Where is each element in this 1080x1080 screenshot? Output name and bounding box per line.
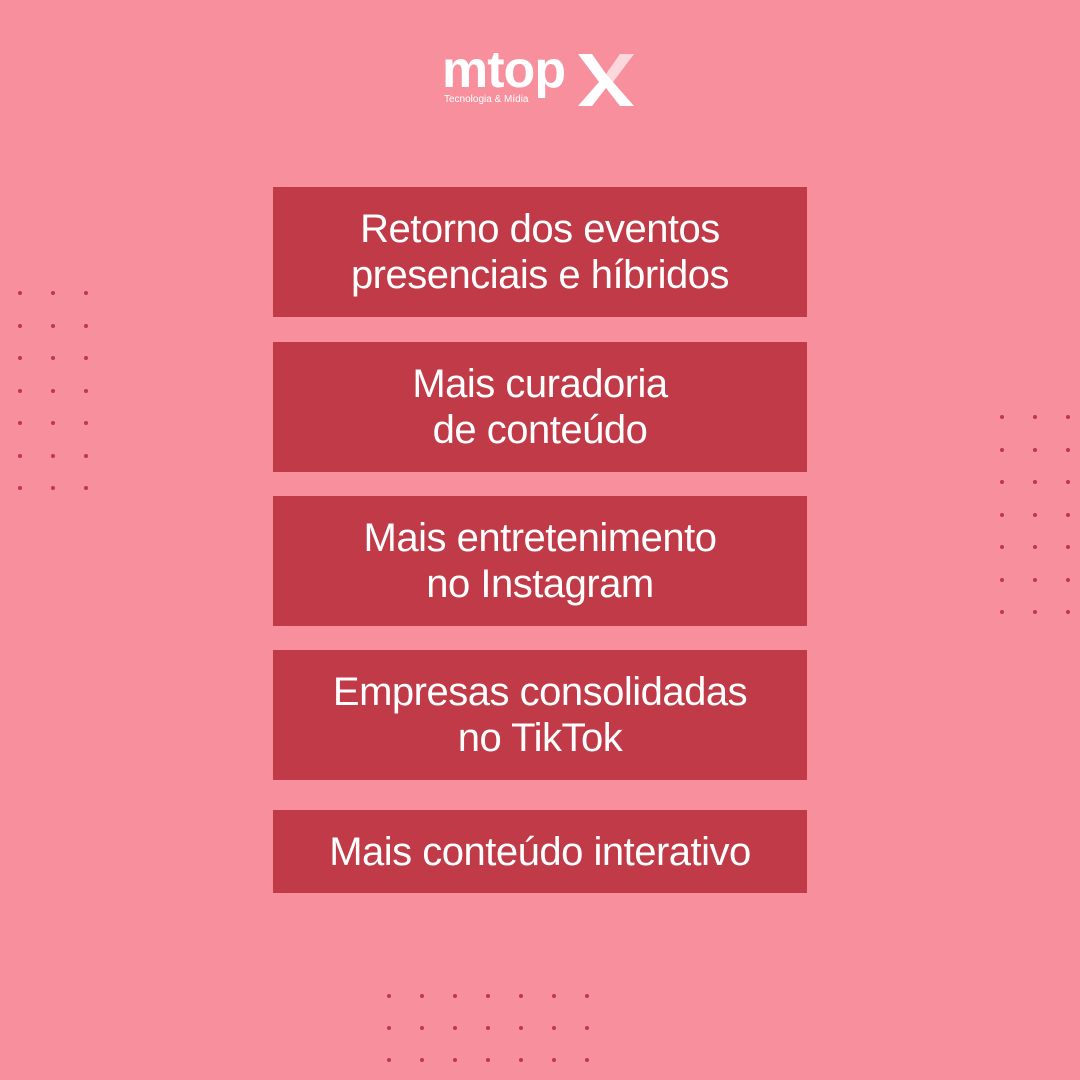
decorative-dot — [1033, 545, 1037, 549]
decorative-dot — [1033, 577, 1037, 582]
decorative-dot — [84, 323, 88, 328]
decorative-dot — [18, 291, 22, 295]
decorative-dot — [18, 323, 22, 328]
trend-card-4: Empresas consolidadas no TikTok — [273, 650, 807, 780]
decorative-dot — [453, 1026, 457, 1030]
decorative-dot — [519, 994, 523, 998]
decorative-dot — [84, 356, 88, 360]
brand-tagline: Tecnologia & Mídia — [444, 94, 529, 105]
decorative-dot — [84, 421, 88, 425]
decorative-dot — [1033, 480, 1037, 484]
decorative-dot — [51, 453, 55, 458]
trend-card-2: Mais curadoria de conteúdo — [273, 342, 807, 472]
decorative-dot — [1000, 512, 1004, 517]
decorative-dot — [486, 1058, 490, 1062]
decorative-dot — [18, 421, 22, 425]
trend-card-1: Retorno dos eventos presenciais e híbrid… — [273, 187, 807, 317]
decorative-dot — [51, 291, 55, 295]
decorative-dot — [1033, 415, 1037, 419]
decorative-dot — [387, 1058, 391, 1062]
trend-card-text: Mais curadoria de conteúdo — [412, 362, 668, 452]
trend-card-text: Mais conteúdo interativo — [329, 829, 751, 874]
brand-wordmark: mtop — [442, 41, 566, 99]
decorative-dot — [552, 1026, 556, 1030]
decorative-dot — [51, 421, 55, 425]
decorative-dot — [51, 356, 55, 360]
decorative-dot — [387, 994, 391, 998]
decorative-dot — [585, 1026, 589, 1030]
decorative-dot — [1000, 545, 1004, 549]
trend-card-text: Mais entretenimento no Instagram — [363, 516, 717, 606]
decorative-dot — [453, 994, 457, 998]
decorative-dot — [1000, 577, 1004, 582]
decorative-dot — [1066, 610, 1070, 614]
trend-card-text: Retorno dos eventos presenciais e híbrid… — [350, 207, 730, 297]
decorative-dot — [453, 1058, 457, 1062]
decorative-dot — [18, 388, 22, 393]
trend-card-text: Empresas consolidadas no TikTok — [332, 670, 748, 760]
decorative-dot — [18, 356, 22, 360]
decorative-dot — [1066, 577, 1070, 582]
decorative-dot — [585, 994, 589, 998]
brand-logo: mtop Tecnologia & Mídia — [440, 41, 640, 110]
decorative-dot — [585, 1058, 589, 1062]
decorative-dot — [1033, 610, 1037, 614]
decorative-dot — [420, 994, 424, 998]
decorative-dot — [1066, 447, 1070, 452]
decorative-dot — [51, 486, 55, 490]
decorative-dot — [84, 453, 88, 458]
decorative-dot — [51, 323, 55, 328]
decorative-dot — [84, 388, 88, 393]
decorative-dot — [1033, 447, 1037, 452]
decorative-dot — [1033, 512, 1037, 517]
decorative-dot — [1066, 415, 1070, 419]
decorative-dot — [18, 486, 22, 490]
decorative-dot — [1066, 512, 1070, 517]
decorative-dot — [486, 1026, 490, 1030]
decorative-dot — [519, 1026, 523, 1030]
decorative-dot — [18, 453, 22, 458]
decorative-dot — [1000, 480, 1004, 484]
decorative-dot — [1000, 610, 1004, 614]
decorative-dot — [387, 1026, 391, 1030]
trend-card-5: Mais conteúdo interativo — [273, 810, 807, 893]
decorative-dot — [420, 1058, 424, 1062]
decorative-dot — [519, 1058, 523, 1062]
decorative-dot — [1000, 415, 1004, 419]
decorative-dot — [84, 291, 88, 295]
decorative-dot — [552, 994, 556, 998]
decorative-dot — [84, 486, 88, 490]
decorative-dot — [1000, 447, 1004, 452]
x-icon — [578, 54, 634, 106]
trend-card-3: Mais entretenimento no Instagram — [273, 496, 807, 626]
decorative-dot — [1066, 545, 1070, 549]
decorative-dot — [486, 994, 490, 998]
decorative-dot — [552, 1058, 556, 1062]
decorative-dot — [1066, 480, 1070, 484]
decorative-dot — [51, 388, 55, 393]
decorative-dot — [420, 1026, 424, 1030]
